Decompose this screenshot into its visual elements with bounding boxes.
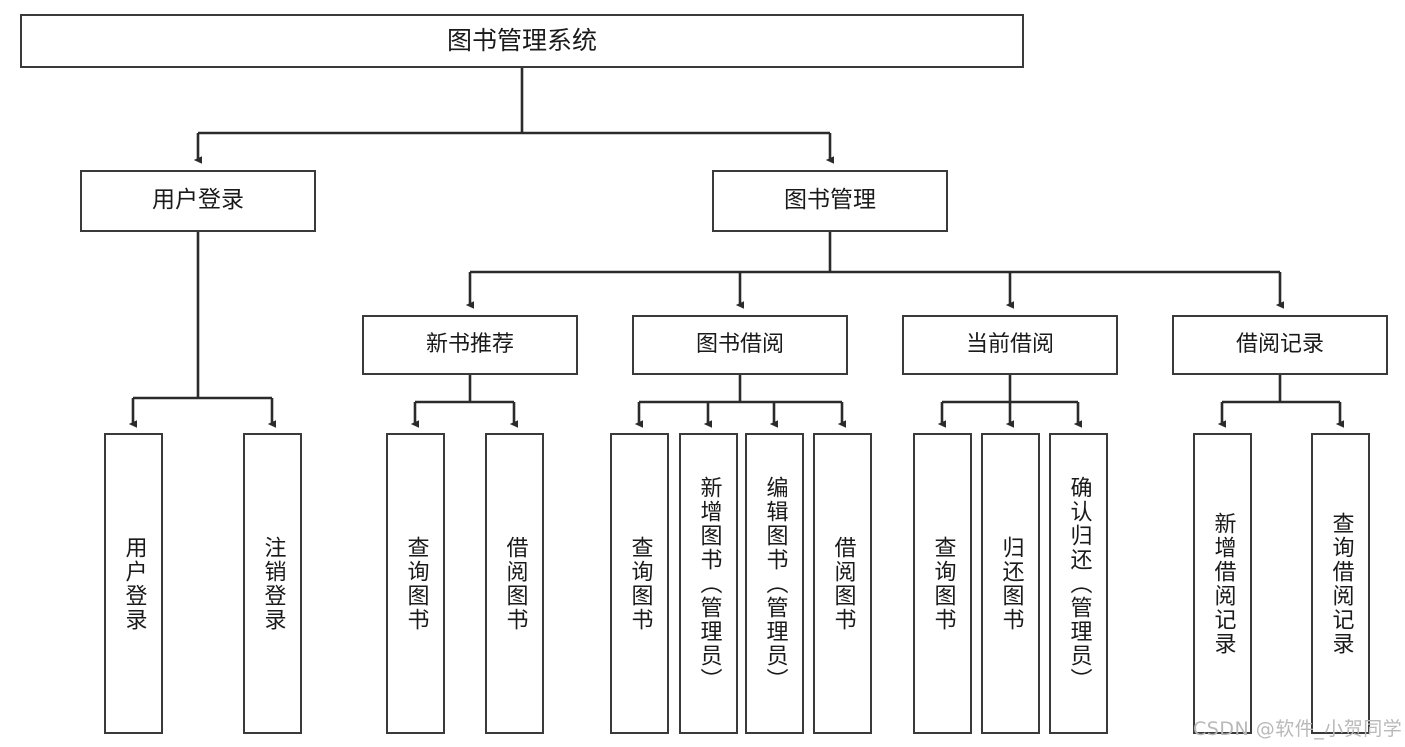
node-label: 查询图书 — [403, 535, 429, 632]
node-borrow-record[interactable]: 借阅记录 — [1172, 315, 1388, 375]
node-label: 借阅图书 — [502, 535, 528, 632]
node-library-management-system[interactable]: 图书管理系统 — [20, 14, 1024, 68]
node-label: 新增借阅记录 — [1210, 511, 1236, 656]
leaf-query-borrow-record[interactable]: 查询借阅记录 — [1311, 433, 1370, 734]
leaf-return-book[interactable]: 归还图书 — [981, 433, 1040, 734]
leaf-user-login[interactable]: 用户登录 — [104, 433, 163, 734]
node-label: 当前借阅 — [965, 331, 1054, 357]
node-current-borrow[interactable]: 当前借阅 — [902, 315, 1118, 375]
node-new-book-recommendation[interactable]: 新书推荐 — [362, 315, 578, 375]
node-label: 注销登录 — [260, 535, 286, 632]
node-book-management[interactable]: 图书管理 — [712, 170, 948, 232]
node-label: 编辑图书（管理员） — [762, 475, 788, 692]
node-book-borrow[interactable]: 图书借阅 — [632, 315, 848, 375]
csdn-watermark: CSDN @软件_小贺同学 — [1193, 718, 1403, 740]
node-label: 确认归还（管理员） — [1066, 475, 1092, 692]
node-label: 新书推荐 — [425, 331, 514, 357]
node-user-login[interactable]: 用户登录 — [80, 170, 316, 232]
node-label: 归还图书 — [998, 535, 1024, 632]
leaf-query-book-current[interactable]: 查询图书 — [913, 433, 972, 734]
node-label: 新增图书（管理员） — [696, 475, 722, 692]
leaf-borrow-book-recommend[interactable]: 借阅图书 — [485, 433, 544, 734]
leaf-edit-book-admin[interactable]: 编辑图书（管理员） — [745, 433, 804, 734]
node-label: 用户登录 — [121, 535, 147, 632]
leaf-add-borrow-record[interactable]: 新增借阅记录 — [1193, 433, 1252, 734]
leaf-confirm-return-admin[interactable]: 确认归还（管理员） — [1049, 433, 1108, 734]
node-label: 图书管理 — [784, 187, 876, 214]
node-label: 图书借阅 — [695, 331, 784, 357]
leaf-query-book-recommend[interactable]: 查询图书 — [386, 433, 445, 734]
node-label: 图书管理系统 — [446, 26, 597, 55]
node-label: 借阅记录 — [1235, 331, 1324, 357]
leaf-logout[interactable]: 注销登录 — [243, 433, 302, 734]
leaf-query-book-borrow[interactable]: 查询图书 — [610, 433, 669, 734]
node-label: 查询图书 — [627, 535, 653, 632]
node-label: 查询图书 — [930, 535, 956, 632]
leaf-add-book-admin[interactable]: 新增图书（管理员） — [679, 433, 738, 734]
node-label: 用户登录 — [152, 187, 244, 214]
node-label: 查询借阅记录 — [1328, 511, 1354, 656]
leaf-borrow-book[interactable]: 借阅图书 — [813, 433, 872, 734]
node-label: 借阅图书 — [830, 535, 856, 632]
